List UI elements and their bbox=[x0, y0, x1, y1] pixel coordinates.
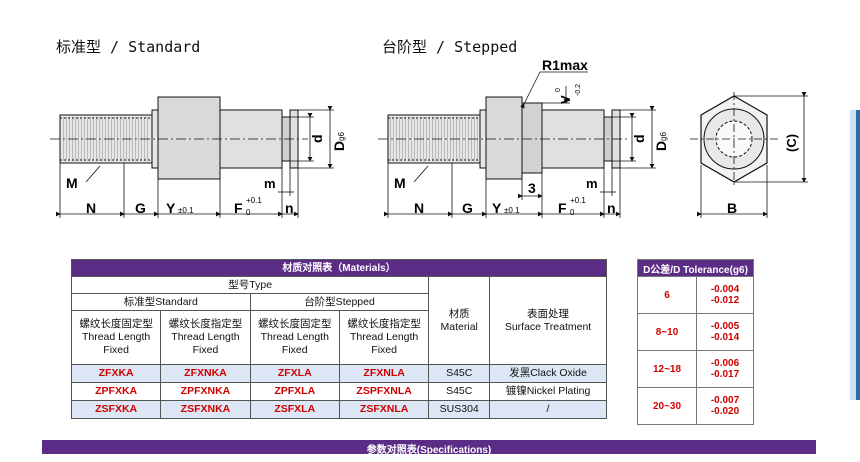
label-R1max: R1max bbox=[542, 57, 588, 73]
label-D-tol: g6 bbox=[337, 132, 346, 141]
table-row: 12~18 -0.006-0.017 bbox=[637, 350, 754, 388]
label-m: m bbox=[264, 176, 276, 191]
label-C: (C) bbox=[784, 134, 799, 152]
label-V-tol-bot: -0.2 bbox=[575, 84, 582, 96]
table-row: 8~10 -0.005-0.014 bbox=[637, 313, 754, 351]
label-Y-tol: ±0.1 bbox=[178, 206, 194, 215]
standard-shaft-drawing bbox=[50, 96, 334, 218]
label-n: n bbox=[285, 200, 294, 216]
label-Y: Y bbox=[492, 200, 502, 216]
hex-end-view: B (C) bbox=[690, 92, 808, 218]
label-D: D bbox=[331, 141, 347, 151]
label-B: B bbox=[727, 200, 737, 216]
label-n: n bbox=[607, 200, 616, 216]
label-F-tol-bot: 0 bbox=[570, 208, 575, 217]
stepped-title: 台阶型 / Stepped bbox=[382, 38, 518, 56]
stepped-shaft-drawing bbox=[378, 71, 656, 218]
stepped-dimension-labels: M N G Y ±0.1 F +0.1 0 n m 3 R1max V 0 -0… bbox=[394, 57, 669, 217]
label-G: G bbox=[462, 200, 473, 216]
model-type-header: 型号Type bbox=[70, 276, 430, 294]
table-row: ZFXKA ZFXNKA ZFXLA ZFXNLA S45C 发黑Clack O… bbox=[70, 364, 607, 383]
table-row: 20~30 -0.007-0.020 bbox=[637, 387, 754, 425]
materials-table-title: 材质对照表（Materials） bbox=[71, 259, 607, 277]
page-edge-decoration-accent bbox=[856, 110, 860, 400]
label-V: V bbox=[558, 95, 573, 104]
label-D: D bbox=[653, 141, 669, 151]
label-G: G bbox=[135, 200, 146, 216]
label-M: M bbox=[66, 175, 78, 191]
label-Y: Y bbox=[166, 200, 176, 216]
label-D-tol: g6 bbox=[659, 132, 668, 141]
label-Y-tol: ±0.1 bbox=[504, 206, 520, 215]
stepped-group-header: 台阶型Stepped bbox=[249, 293, 430, 311]
label-N: N bbox=[86, 200, 96, 216]
table-row: ZSFXKA ZSFXNKA ZSFXLA ZSFXNLA SUS304 / bbox=[70, 400, 607, 419]
label-F: F bbox=[234, 200, 243, 216]
label-d: d bbox=[631, 134, 647, 143]
label-F-tol-top: +0.1 bbox=[246, 196, 262, 205]
standard-dimension-labels: M N G Y ±0.1 F +0.1 0 n m d D g6 bbox=[66, 132, 347, 217]
tolerance-table-title: D公差/D Tolerance(g6) bbox=[637, 259, 754, 277]
label-m: m bbox=[586, 176, 598, 191]
tolerance-table: D公差/D Tolerance(g6) 6 -0.004-0.012 8~10 … bbox=[637, 259, 754, 425]
label-M: M bbox=[394, 175, 406, 191]
label-F: F bbox=[558, 200, 567, 216]
standard-title: 标准型 / Standard bbox=[56, 38, 201, 56]
label-d: d bbox=[309, 134, 325, 143]
label-F-tol-top: +0.1 bbox=[570, 196, 586, 205]
label-3: 3 bbox=[528, 180, 536, 196]
label-N: N bbox=[414, 200, 424, 216]
technical-drawings: M N G Y ±0.1 F +0.1 0 n m d D g6 bbox=[50, 57, 808, 218]
table-row: ZPFXKA ZPFXNKA ZPFXLA ZSPFXNLA S45C 镀镍Ni… bbox=[70, 382, 607, 401]
table-row: 6 -0.004-0.012 bbox=[637, 276, 754, 314]
page-edge-decoration bbox=[850, 110, 860, 400]
specifications-header: 参数对照表(Specifications) bbox=[42, 440, 816, 456]
label-F-tol-bot: 0 bbox=[246, 208, 251, 217]
label-V-tol-top: 0 bbox=[555, 88, 562, 92]
standard-group-header: 标准型Standard bbox=[71, 293, 251, 311]
